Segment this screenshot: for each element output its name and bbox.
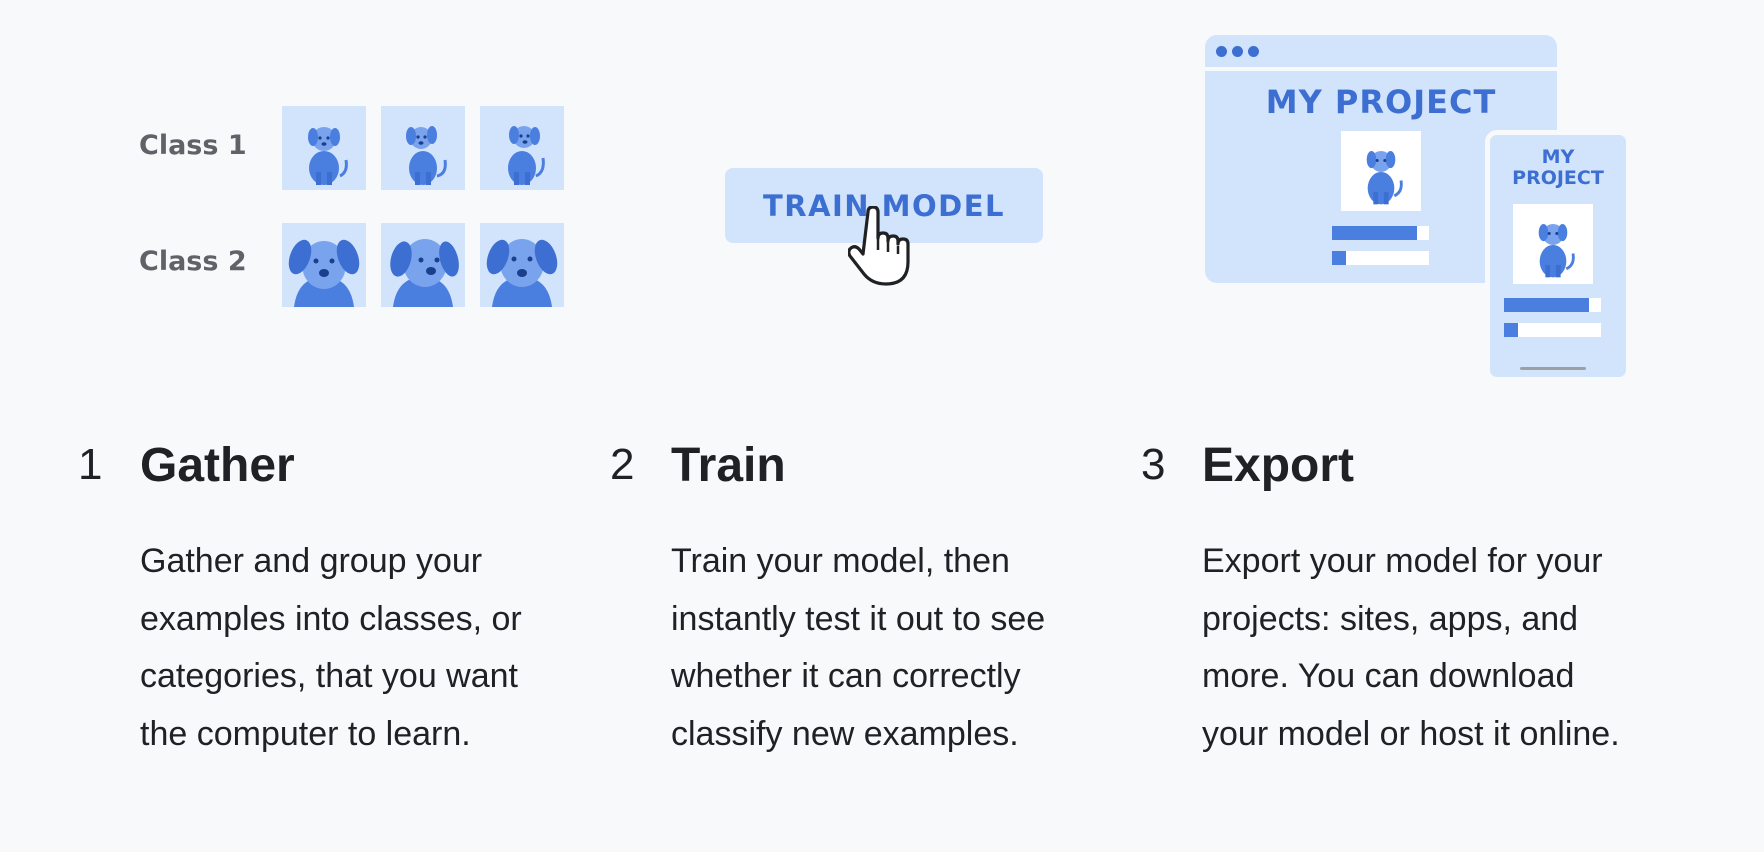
sitting-dog-icon: [1538, 224, 1575, 278]
class-1-sample-2: [381, 106, 465, 190]
sitting-dog-icon: [1366, 151, 1403, 205]
phone-progress-bar-2: [1504, 323, 1601, 337]
phone-project-image: [1513, 204, 1593, 284]
class-1-sample-3: [480, 106, 564, 190]
step-title: Gather: [140, 439, 295, 492]
step-title: Train: [671, 439, 786, 492]
window-dot: [1216, 46, 1227, 57]
phone-project-title: MY PROJECT: [1512, 146, 1604, 189]
dog-face-icon: [486, 239, 558, 307]
hand-pointer-icon: [848, 206, 910, 286]
phone-device: MY PROJECT: [1485, 130, 1631, 382]
phone-home-indicator: [1520, 367, 1586, 370]
train-model-button[interactable]: TRAIN MODEL: [725, 168, 1043, 243]
window-dot: [1232, 46, 1243, 57]
browser-project-image: [1341, 131, 1421, 211]
class-2-sample-2: [381, 223, 465, 307]
class-1-label: Class 1: [139, 130, 247, 161]
step-description: Export your model for your projects: sit…: [1202, 542, 1620, 753]
sitting-dog-icon: [308, 127, 348, 185]
phone-progress-bar-1: [1504, 298, 1601, 312]
sitting-dog-icon: [406, 126, 447, 185]
browser-bar-divider: [1205, 67, 1557, 71]
step-title: Export: [1202, 439, 1355, 492]
class-1-sample-1: [282, 106, 366, 190]
step-description: Gather and group your examples into clas…: [140, 542, 522, 753]
step-number: 1: [78, 440, 103, 489]
step-number: 2: [610, 440, 635, 489]
browser-project-title: MY PROJECT: [1265, 83, 1497, 121]
step-number: 3: [1141, 440, 1166, 489]
class-2-sample-3: [480, 223, 564, 307]
browser-progress-bar-1: [1332, 226, 1429, 240]
step-description: Train your model, then instantly test it…: [671, 542, 1046, 753]
dog-face-icon: [288, 239, 360, 307]
class-2-label: Class 2: [139, 246, 247, 277]
class-2-sample-1: [282, 223, 366, 307]
browser-progress-bar-2: [1332, 251, 1429, 265]
sitting-dog-icon: [508, 126, 545, 185]
window-dot: [1248, 46, 1259, 57]
train-model-button-label: TRAIN MODEL: [762, 188, 1006, 223]
dog-face-icon: [390, 239, 459, 307]
